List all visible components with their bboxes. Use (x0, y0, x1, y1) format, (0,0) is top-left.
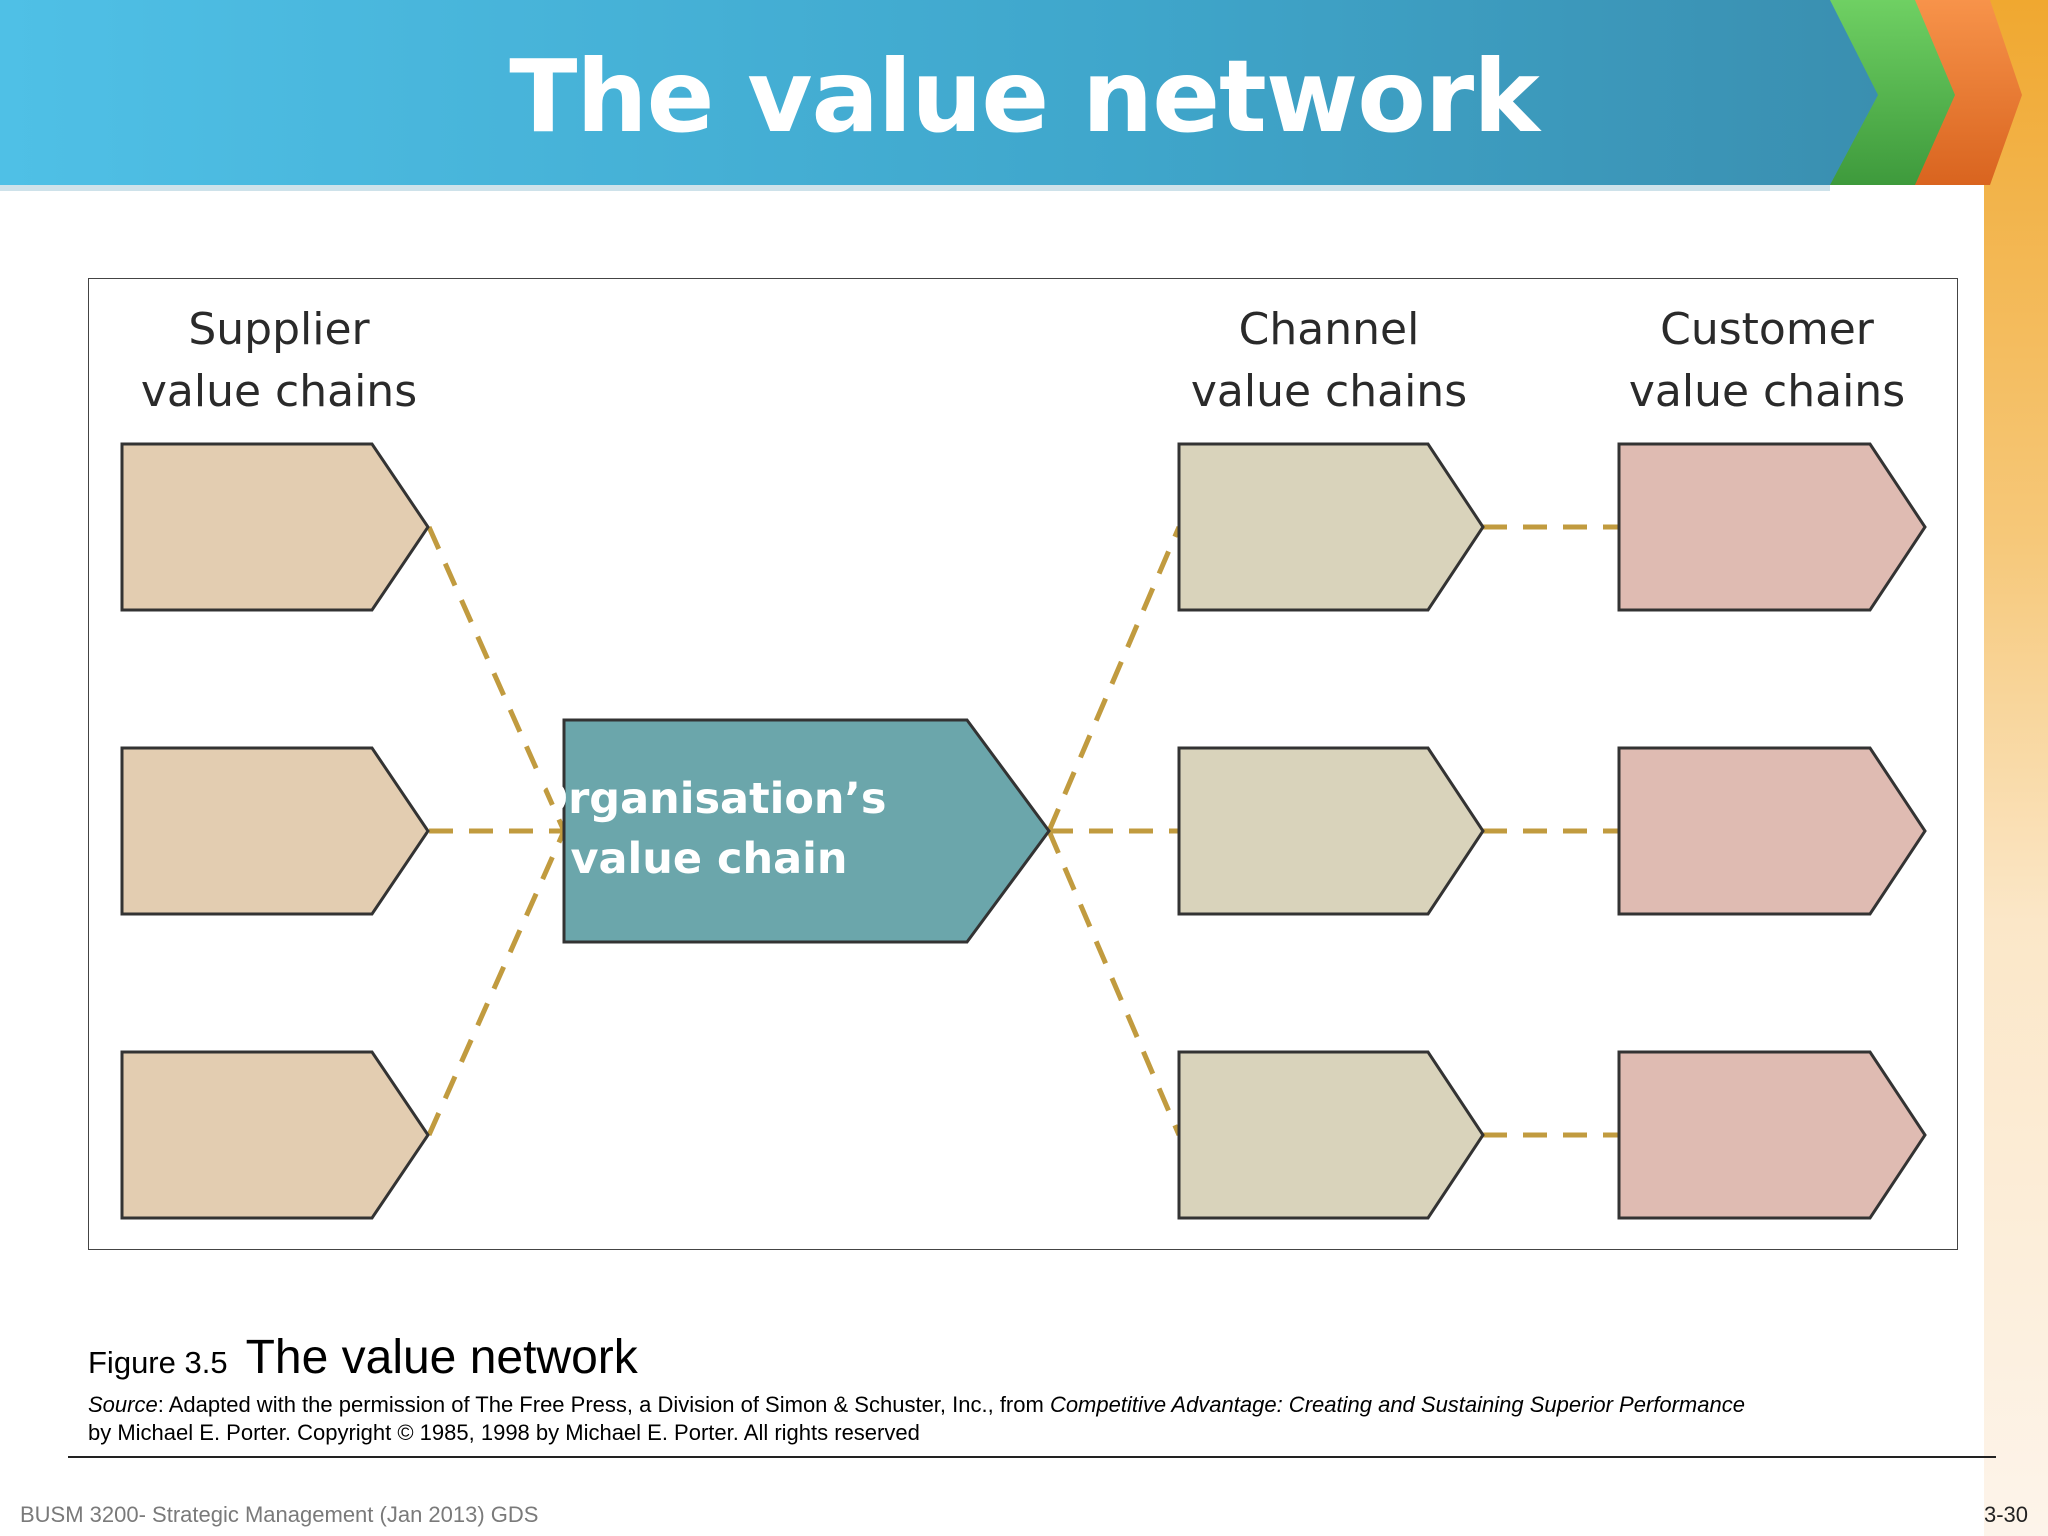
footer-divider (68, 1456, 1996, 1458)
connector-supplier3-org (426, 829, 567, 1137)
figure-number: Figure 3.5 (88, 1345, 228, 1380)
figure-caption: Figure 3.5 The value network Source: Adap… (88, 1330, 1968, 1447)
organisation-value-chain (562, 718, 1051, 944)
customer-chain-2 (1617, 746, 1927, 916)
organisation-label-line1: Organisation’s (531, 774, 887, 824)
supplier-label-line1: Supplier (188, 304, 370, 355)
source-text: : Adapted with the permission of The Fre… (157, 1392, 1050, 1417)
connector-lines (426, 524, 1619, 1138)
channel-label-line2: value chains (1190, 366, 1468, 417)
figure-frame: Supplier value chains Channel value chai… (88, 278, 1958, 1250)
source-label: Source (88, 1392, 158, 1417)
supplier-chain-2 (120, 746, 430, 916)
customer-label-line1: Customer (1660, 304, 1874, 355)
slide-title: The value network (509, 38, 1540, 155)
book-title: Competitive Advantage: Creating and Sust… (1049, 1392, 1745, 1417)
banner-blue-band (0, 0, 1878, 185)
caption-heading: Figure 3.5 The value network (88, 1330, 1968, 1385)
source-note: Source: Adapted with the permission of T… (88, 1391, 1968, 1447)
connector-org-channel3 (1046, 830, 1182, 1136)
supplier-column-label: Supplier value chains (69, 299, 489, 423)
customer-column-label: Customer value chains (1557, 299, 1977, 423)
organisation-label-line2: value chain (570, 834, 848, 884)
footer-page-number: 3-30 (1983, 1502, 2028, 1527)
customer-chain-3 (1617, 1050, 1927, 1220)
customer-label-line2: value chains (1628, 366, 1906, 417)
channel-label-line1: Channel (1238, 304, 1420, 355)
organisation-label: Organisation’s value chain (519, 769, 899, 889)
source-text-2: by Michael E. Porter. Copyright © 1985, … (88, 1420, 920, 1445)
supplier-chain-3 (120, 1050, 430, 1220)
side-accent-bar (1984, 0, 2048, 1536)
footer-course-name: BUSM 3200- Strategic Management (Jan 201… (20, 1502, 539, 1527)
value-network-diagram (120, 442, 1927, 1220)
connector-org-channel1 (1046, 526, 1182, 832)
figure-title: The value network (245, 1331, 638, 1384)
supplier-label-line2: value chains (140, 366, 418, 417)
channel-chain-2 (1177, 746, 1485, 916)
title-banner (0, 0, 2022, 191)
channel-column-label: Channel value chains (1119, 299, 1539, 423)
connector-supplier1-org (426, 525, 567, 833)
customer-chain-1 (1617, 442, 1927, 612)
channel-chain-3 (1177, 1050, 1485, 1220)
supplier-chain-1 (120, 442, 430, 612)
channel-chain-1 (1177, 442, 1485, 612)
